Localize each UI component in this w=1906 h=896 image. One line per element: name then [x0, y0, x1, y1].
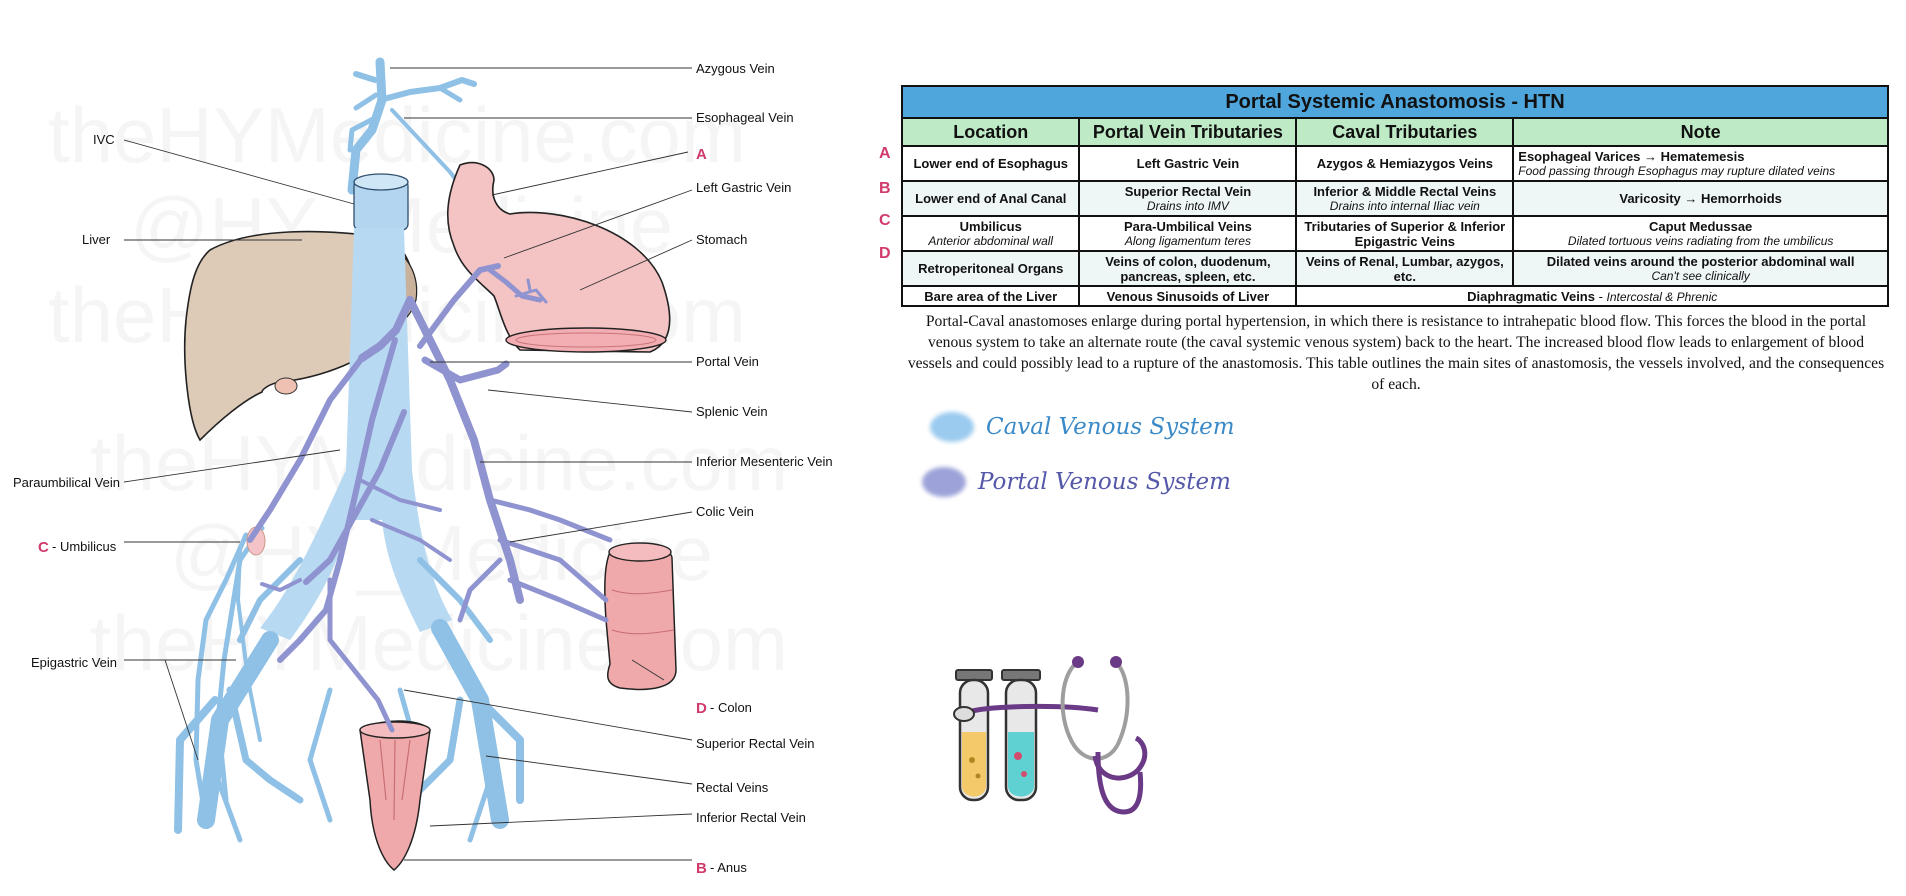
label-splenic-vein: Splenic Vein: [696, 404, 768, 419]
column-header: Location: [900, 117, 1081, 147]
label-stomach: Stomach: [696, 232, 747, 247]
caval-swatch: [930, 412, 974, 442]
table-cell: Veins of Renal, Lumbar, azygos, etc.: [1295, 250, 1515, 287]
table-cell: Left Gastric Vein: [1078, 145, 1298, 182]
label-liver: Liver: [82, 232, 111, 247]
label-rectal-veins: Rectal Veins: [696, 780, 769, 795]
watermark: theHYMedicine.com: [90, 419, 788, 507]
table-row: Bare area of the Liver Venous Sinusoids …: [900, 285, 1889, 307]
table-cell: Lower end of Anal Canal: [900, 180, 1081, 217]
anastomosis-table: Portal Systemic Anastomosis - HTN Locati…: [900, 85, 1889, 307]
description-paragraph: Portal-Caval anastomoses enlarge during …: [907, 313, 1885, 393]
label-anus: - Anus: [710, 860, 747, 875]
table-cell: Veins of colon, duodenum, pancreas, sple…: [1078, 250, 1298, 287]
table-cell: Tributaries of Superior & Inferior Epiga…: [1295, 215, 1515, 252]
test-tubes-icon: [955, 669, 1041, 802]
label-left-gastric-vein: Left Gastric Vein: [696, 180, 791, 195]
legend-portal-label: Portal Venous System: [978, 469, 1231, 495]
table-title: Portal Systemic Anastomosis - HTN: [901, 85, 1889, 119]
label-portal-vein: Portal Vein: [696, 354, 759, 369]
row-marker-b: B: [879, 180, 891, 197]
table-cell: Retroperitoneal Organs: [900, 250, 1081, 287]
anus: [359, 720, 431, 871]
colon: [604, 542, 677, 691]
legend-portal: Portal Venous System: [922, 467, 1231, 497]
stethoscope-icon: [953, 656, 1148, 815]
label-colon: - Colon: [710, 700, 752, 715]
table-cell: Diaphragmatic Veins - Intercostal & Phre…: [1295, 285, 1889, 307]
table-cell: Lower end of Esophagus: [900, 145, 1081, 182]
epigastric-vein: [193, 525, 265, 823]
label-azygous-vein: Azygous Vein: [696, 61, 775, 76]
label-esophageal-vein: Esophageal Vein: [696, 110, 794, 125]
label-colic-vein: Colic Vein: [696, 504, 754, 519]
portal-swatch: [922, 467, 966, 497]
watermark: theHYMedicine.com: [48, 91, 746, 179]
legend-caval-label: Caval Venous System: [986, 414, 1235, 440]
label-inferior-rectal-vein: Inferior Rectal Vein: [696, 810, 806, 825]
label-superior-rectal-vein: Superior Rectal Vein: [696, 736, 815, 751]
table-cell: Dilated veins around the posterior abdom…: [1512, 250, 1889, 287]
column-header: Caval Tributaries: [1295, 117, 1515, 147]
legend-caval: Caval Venous System: [930, 412, 1235, 442]
label-umbilicus: - Umbilicus: [52, 539, 117, 554]
column-header: Note: [1512, 117, 1889, 147]
label-ivc: IVC: [93, 132, 115, 147]
stomach: [446, 161, 671, 353]
medical-icon: [953, 656, 1148, 815]
leader-lines: [123, 67, 693, 861]
label-inferior-mesenteric-vein: Inferior Mesenteric Vein: [696, 454, 833, 469]
row-marker-c: C: [879, 212, 891, 229]
table-cell: Bare area of the Liver: [900, 285, 1081, 307]
row-marker-d: D: [879, 245, 891, 262]
marker-d: D: [696, 700, 707, 717]
label-epigastric-vein: Epigastric Vein: [31, 655, 117, 670]
marker-a: A: [696, 146, 707, 163]
label-paraumbilical-vein: Paraumbilical Vein: [13, 475, 120, 490]
table-cell: Azygos & Hemiazygos Veins: [1295, 145, 1515, 182]
marker-b: B: [696, 860, 707, 877]
table-row: Lower end of Esophagus Left Gastric Vein…: [900, 145, 1889, 182]
azygous-vein: [347, 57, 477, 195]
table-row: Retroperitoneal Organs Veins of colon, d…: [900, 250, 1889, 287]
ivc-trunk: [174, 228, 524, 843]
row-marker-a: A: [879, 145, 891, 162]
table-cell: Venous Sinusoids of Liver: [1078, 285, 1298, 307]
table-row: Lower end of Anal Canal Superior Rectal …: [900, 180, 1889, 217]
column-header: Portal Vein Tributaries: [1078, 117, 1298, 147]
marker-c: C: [38, 539, 49, 556]
table-cell: Varicosity → Hemorrhoids: [1512, 180, 1889, 217]
portal-system: [247, 263, 613, 733]
portal-systemic-diagram: theHYMedicine.com @HY_Medicine theHYMedi…: [13, 57, 833, 877]
